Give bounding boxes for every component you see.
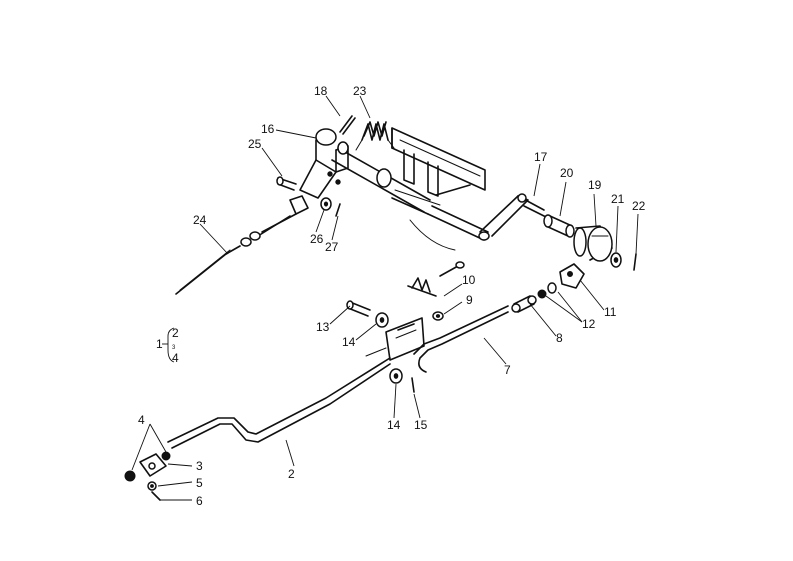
- cotter-pin-27: [335, 203, 341, 217]
- callout-19: 19: [588, 178, 602, 192]
- pin-18: [339, 115, 356, 135]
- callout-1: 1: [156, 337, 163, 351]
- callout-4-upper: 4: [138, 413, 145, 427]
- callout-6: 6: [196, 494, 203, 508]
- bolt-13: [346, 300, 371, 317]
- callout-11: 11: [604, 305, 617, 319]
- callout-8: 8: [556, 331, 563, 345]
- clip-22: [633, 253, 637, 271]
- callout-3: 3: [196, 459, 203, 473]
- callout-24: 24: [193, 213, 207, 227]
- washer-9: [432, 311, 444, 321]
- bracket-plate: [365, 317, 425, 361]
- callout-5: 5: [196, 476, 203, 490]
- callout-9: 9: [466, 293, 473, 307]
- callout-23: 23: [353, 84, 367, 98]
- callout-18: 18: [314, 84, 328, 98]
- legend-3: 3: [172, 345, 176, 351]
- nut-4-a: [161, 451, 171, 461]
- rod-2: [167, 357, 391, 449]
- callout-27: 27: [325, 240, 339, 254]
- turnbuckle-8: [511, 295, 537, 313]
- sleeve-20: [543, 214, 575, 238]
- washer-5: [147, 481, 157, 491]
- lever-arm-16: [299, 128, 349, 199]
- callout-21: 21: [611, 192, 625, 206]
- callout-15: 15: [414, 418, 428, 432]
- frame-bracket: [391, 127, 486, 251]
- cotter-pin-6: [151, 491, 161, 501]
- nut-12: [537, 282, 557, 299]
- callout-20: 20: [560, 166, 574, 180]
- nut-4-b: [124, 470, 136, 482]
- clevis-pin-25: [276, 176, 297, 191]
- clevis-3: [139, 453, 167, 477]
- callout-16: 16: [261, 122, 275, 136]
- assembly-legend: [162, 327, 175, 363]
- legend-4: 4: [172, 351, 179, 365]
- callout-2: 2: [288, 467, 295, 481]
- washer-14-lower: [389, 368, 403, 384]
- callout-7: 7: [504, 363, 511, 377]
- clip-15: [411, 377, 415, 393]
- cable-24: [175, 195, 309, 295]
- callout-labels: 18 23 16 25 24 26 27 17 20 19 21 22 10 9…: [138, 84, 646, 508]
- leader-lines: [131, 95, 639, 501]
- roller-19: [573, 225, 613, 262]
- callout-22: 22: [632, 199, 646, 213]
- cross-shaft: [331, 147, 431, 213]
- spring-10: [407, 261, 465, 297]
- callout-10: 10: [462, 273, 476, 287]
- callout-13: 13: [316, 320, 330, 334]
- washer-26: [320, 197, 332, 211]
- spring-23: [355, 121, 395, 151]
- callout-14-upper: 14: [342, 335, 356, 349]
- callout-25: 25: [248, 137, 262, 151]
- washer-21: [610, 252, 622, 268]
- rod-7: [413, 305, 509, 373]
- legend-2: 2: [172, 326, 179, 340]
- callout-17: 17: [534, 150, 548, 164]
- crank-lever-17: [427, 193, 549, 241]
- callout-12: 12: [582, 317, 596, 331]
- clevis-block-11: [559, 263, 585, 289]
- callout-14-lower: 14: [387, 418, 401, 432]
- callout-26: 26: [310, 232, 324, 246]
- washer-14-upper: [375, 312, 389, 328]
